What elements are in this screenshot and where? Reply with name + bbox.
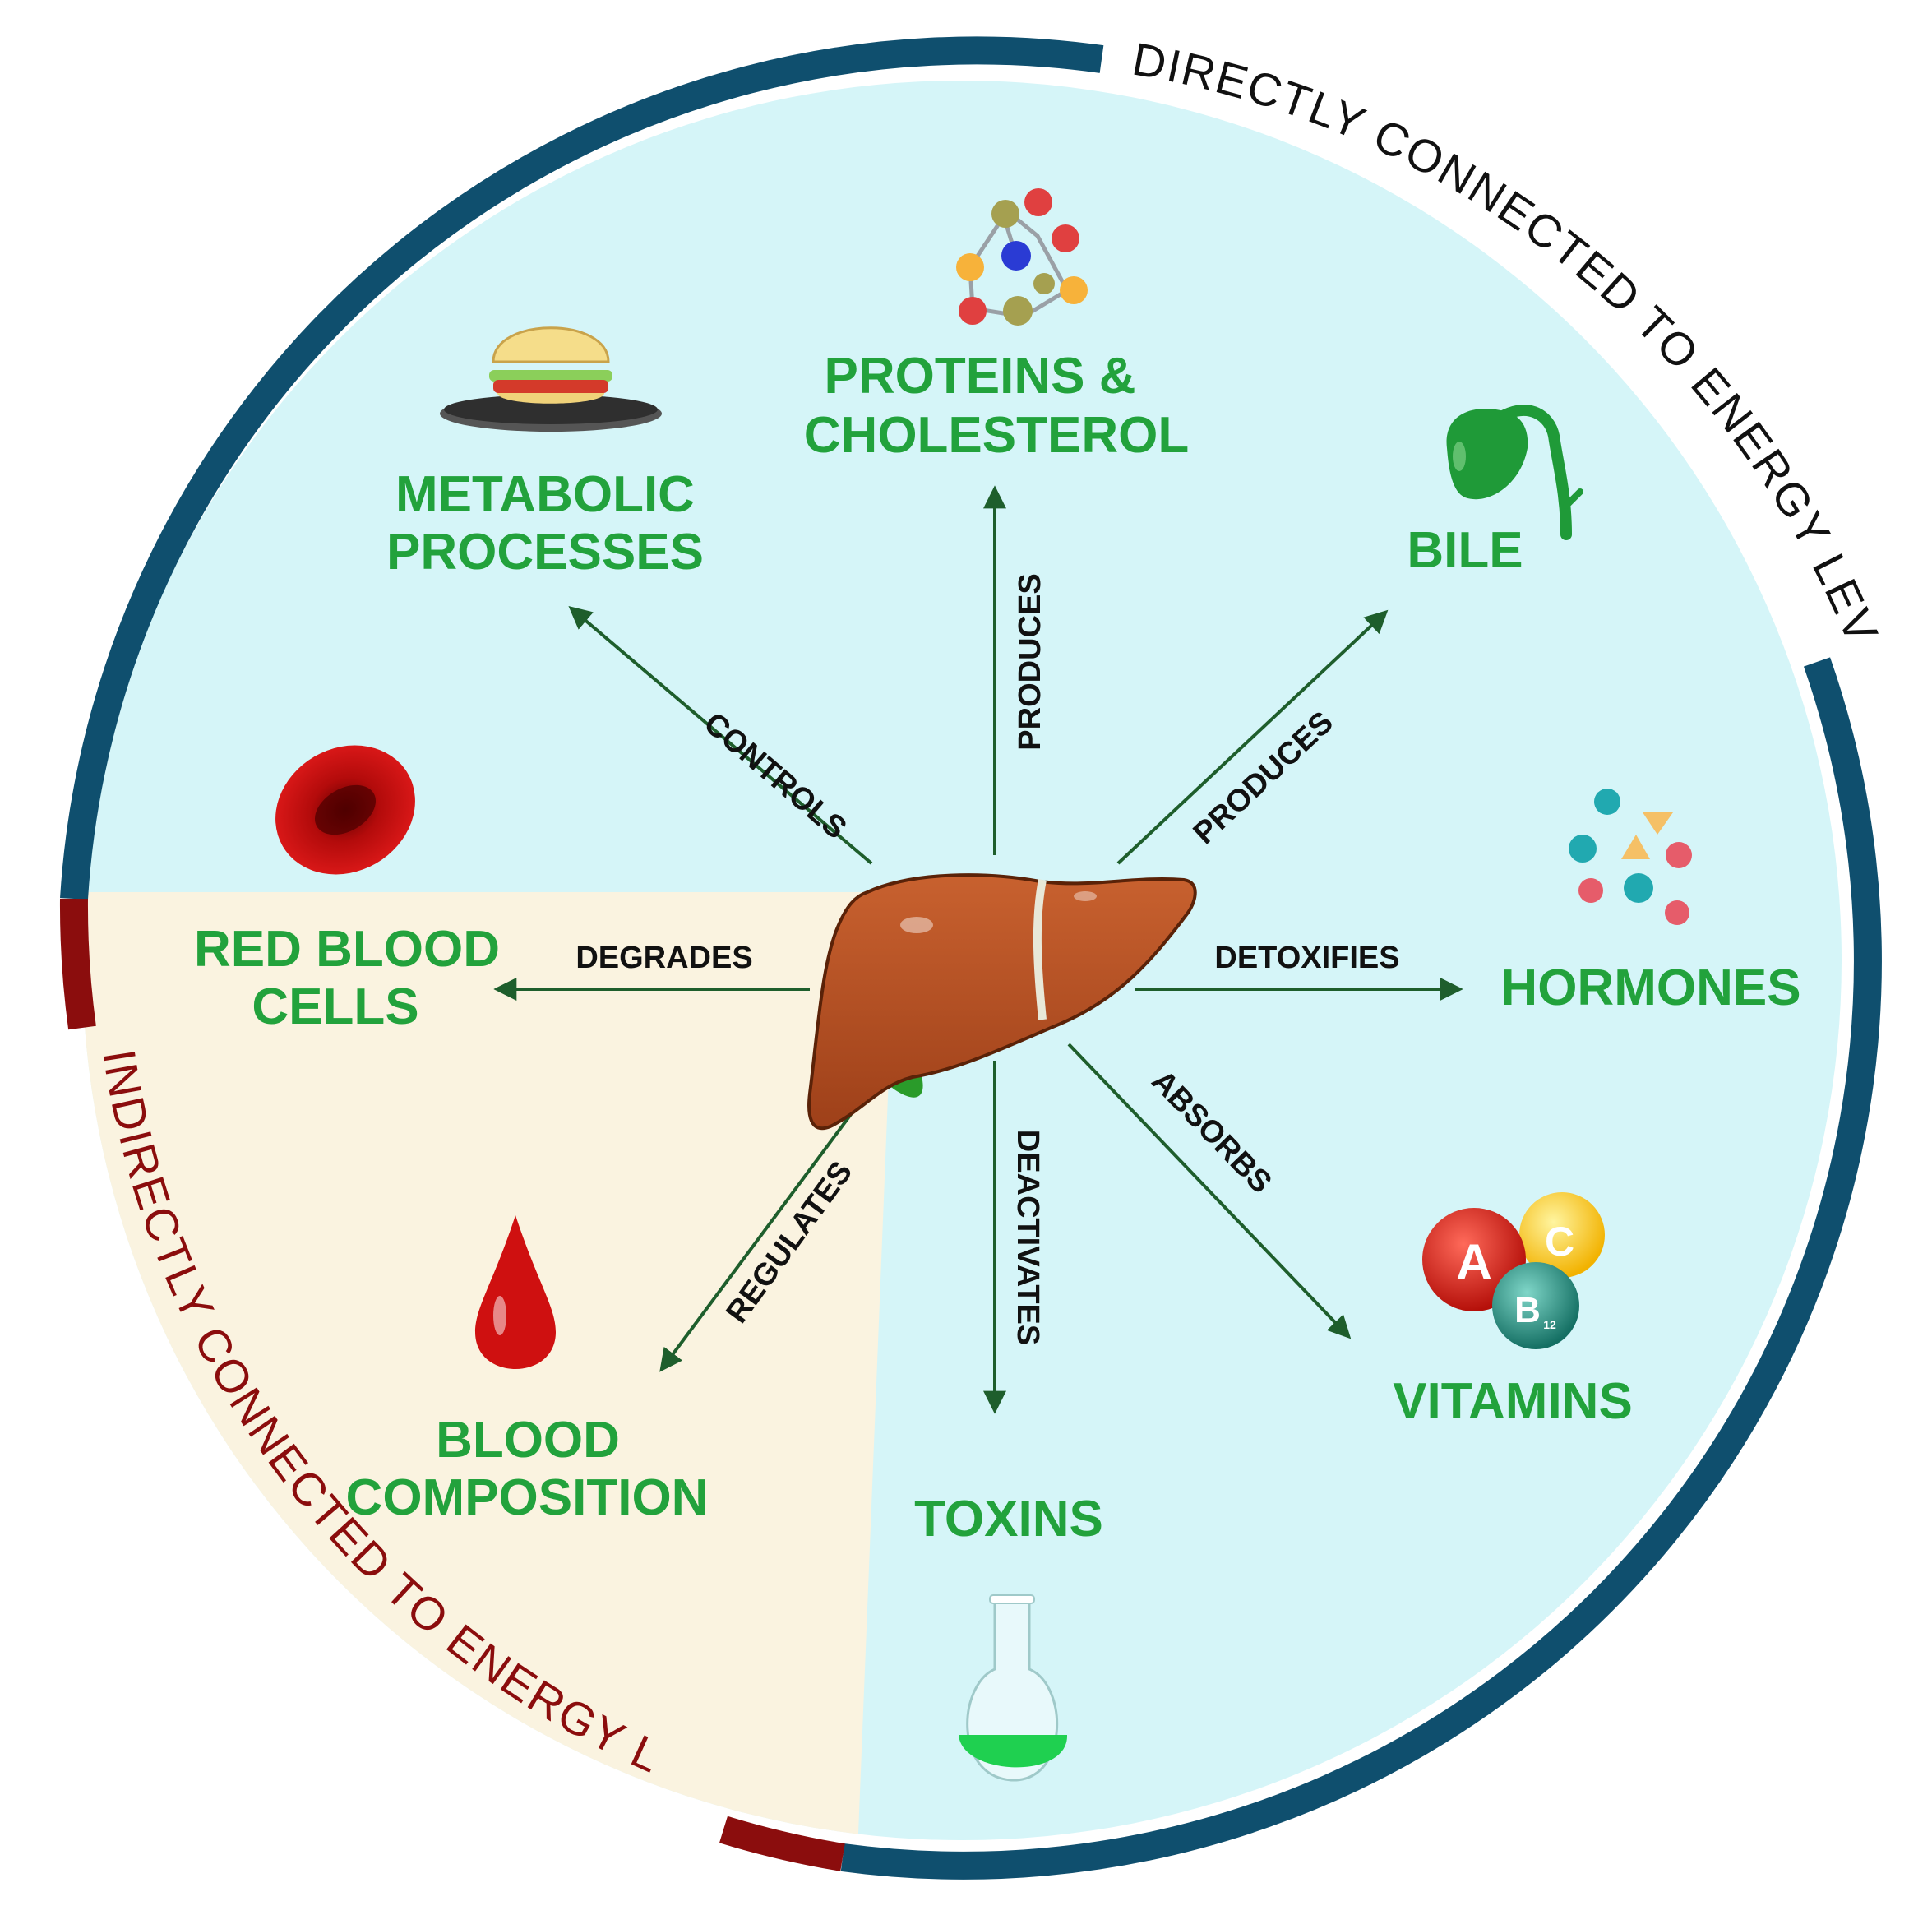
vitamin-b12-subscript: 12 — [1543, 1318, 1556, 1331]
direct-ring-arc — [60, 36, 1104, 900]
indirect-ring-arc — [59, 898, 96, 1030]
arrow-produces-bile — [1116, 609, 1389, 865]
arrow-regulates — [659, 1096, 865, 1372]
label-vitamins: VITAMINS — [1393, 1373, 1633, 1430]
burger-icon — [440, 326, 662, 432]
label-blood-composition-1: BLOOD — [436, 1412, 620, 1469]
vitamin-balls-icon: A C B 12 — [1422, 1192, 1605, 1349]
label-blood-composition-2: COMPOSITION — [346, 1469, 709, 1526]
arrow-absorbs — [1067, 1043, 1352, 1339]
vitamin-c-letter: C — [1545, 1219, 1574, 1265]
molecule-icon — [956, 188, 1088, 326]
arrow-controls — [568, 605, 873, 865]
label-hormones: HORMONES — [1500, 960, 1800, 1016]
blood-drop-icon — [475, 1215, 556, 1369]
hormone-particles-icon — [1569, 789, 1692, 925]
flask-icon — [959, 1594, 1068, 1782]
label-toxins: TOXINS — [914, 1491, 1103, 1547]
direct-ring-arc-2 — [840, 657, 1882, 1880]
label-proteins-1: PROTEINS & — [825, 348, 1136, 405]
label-proteins-2: CHOLESTEROL — [804, 407, 1189, 464]
label-metabolic-1: METABOLIC — [395, 466, 695, 523]
vitamin-a-letter: A — [1456, 1234, 1491, 1289]
verb-degrades: DEGRADES — [575, 941, 752, 975]
outer-ring — [59, 36, 1882, 1880]
label-bile: BILE — [1407, 522, 1523, 579]
indirect-ring-arc-2 — [719, 1816, 845, 1871]
verb-detoxifies: DETOXIFIES — [1214, 941, 1399, 975]
label-red-blood-cells-2: CELLS — [252, 978, 418, 1035]
vitamin-b-letter: B — [1514, 1290, 1541, 1330]
verb-produces-proteins: PRODUCES — [1013, 573, 1047, 750]
verb-deactivates: DEACTIVATES — [1010, 1130, 1045, 1346]
red-blood-cell-icon — [275, 745, 415, 875]
label-metabolic-2: PROCESSES — [386, 524, 704, 581]
liver-icon — [807, 873, 1197, 1131]
arrows — [493, 485, 1463, 1414]
gallbladder-icon — [1446, 405, 1583, 540]
indirect-zone — [82, 892, 896, 1840]
label-red-blood-cells-1: RED BLOOD — [194, 921, 500, 978]
